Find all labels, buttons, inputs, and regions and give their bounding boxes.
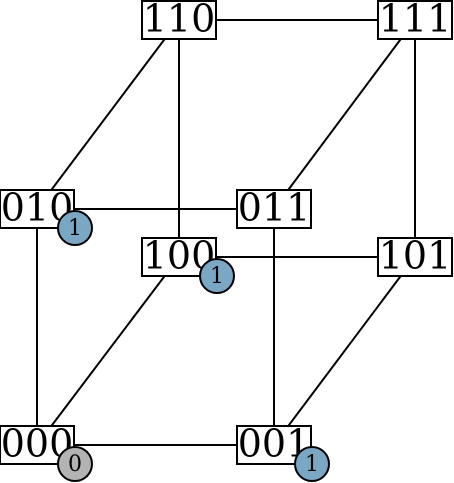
node-box-110 (141, 0, 217, 40)
node-101: 101 (377, 234, 453, 278)
node-label-101: 101 (379, 234, 452, 278)
node-label-011: 011 (238, 186, 311, 230)
node-box-011 (236, 189, 312, 229)
node-label-110: 110 (143, 0, 216, 41)
node-box-101 (377, 237, 453, 277)
badge-100: 1 (199, 258, 235, 294)
edge-011-111 (273, 19, 416, 210)
badge-circle-001 (294, 446, 330, 482)
node-111: 111 (377, 0, 453, 41)
badge-label-000: 0 (68, 452, 82, 477)
node-box-111 (377, 0, 453, 40)
edge-000-100 (36, 256, 180, 446)
node-011: 011 (236, 186, 312, 230)
badge-circle-100 (199, 258, 235, 294)
badges-layer: 1 1 1 0 (57, 210, 330, 482)
badge-label-100: 1 (210, 264, 224, 289)
badge-label-010: 1 (68, 216, 82, 241)
node-010: 010 (0, 186, 75, 230)
badge-label-001: 1 (305, 452, 319, 477)
node-label-111: 111 (379, 0, 452, 41)
badge-001: 1 (294, 446, 330, 482)
edge-001-101 (273, 256, 416, 446)
badge-circle-000 (57, 446, 93, 482)
node-110: 110 (141, 0, 217, 41)
edges-layer (36, 19, 416, 446)
badge-010: 1 (57, 210, 93, 246)
badge-000: 0 (57, 446, 93, 482)
node-001: 001 (236, 422, 312, 466)
badge-circle-010 (57, 210, 93, 246)
edge-010-110 (36, 19, 180, 210)
